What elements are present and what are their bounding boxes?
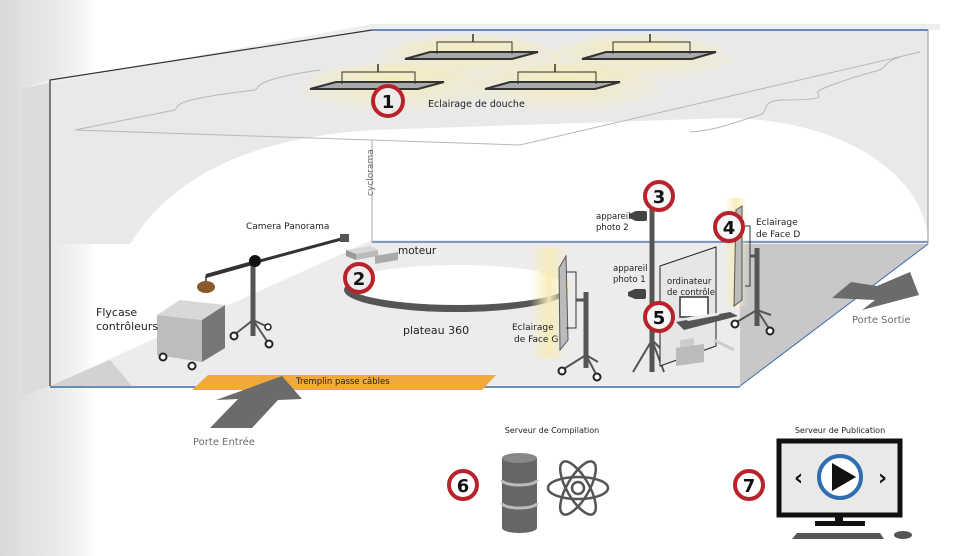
appareil-photo-1-line2: photo 1 <box>613 275 646 285</box>
cyclorama-label: cyclorama <box>366 149 376 196</box>
camera-icon <box>634 211 647 221</box>
eclairage-face-g <box>530 248 602 382</box>
badge-3: 3 <box>643 180 675 212</box>
chevron-left-icon: ‹ <box>794 466 803 491</box>
appareil-photo-2-line1: appareil <box>596 212 630 222</box>
face-d-label-line2: de Face D <box>756 230 800 240</box>
camera-icon <box>340 234 349 242</box>
desk <box>676 312 738 330</box>
svg-text:1: 1 <box>382 92 395 113</box>
serveur-compilation-label: Serveur de Compilation <box>505 426 599 435</box>
plateau-label: plateau 360 <box>403 324 469 337</box>
svg-text:5: 5 <box>653 308 666 329</box>
badge-2: 2 <box>343 262 375 294</box>
flycase-label-line2: contrôleurs <box>96 320 158 333</box>
svg-text:2: 2 <box>353 269 366 290</box>
monitor-icon <box>679 296 709 318</box>
camera-icon <box>633 289 646 299</box>
badge-1: 1 <box>371 84 405 118</box>
counterweight <box>197 281 215 293</box>
exit-arrow-icon <box>832 272 919 310</box>
mouse-icon <box>894 531 912 539</box>
appareil-photo-2-line2: photo 2 <box>596 223 629 233</box>
badge-6: 6 <box>447 469 479 501</box>
camera-panorama-label: Camera Panorama <box>246 222 329 232</box>
atom-icon <box>546 460 610 516</box>
face-d-label-line1: Eclairage <box>756 218 798 228</box>
ceiling-light-panel <box>484 64 621 90</box>
svg-text:6: 6 <box>457 476 470 497</box>
keyboard-icon <box>792 533 884 539</box>
ceiling-curtain <box>74 51 921 146</box>
svg-text:4: 4 <box>723 218 736 239</box>
plateau-360 <box>344 265 571 312</box>
ceiling-light-panel <box>404 34 539 60</box>
database-icon <box>500 453 539 533</box>
ceiling-lights <box>300 34 735 120</box>
badge-4: 4 <box>713 211 745 243</box>
eclairage-face-d <box>724 198 775 336</box>
monitor-play-icon: ‹ › <box>776 438 912 539</box>
entry-arrow-icon <box>210 376 302 428</box>
left-wall-edge <box>22 80 50 396</box>
face-g-label-line1: Eclairage <box>512 323 554 333</box>
flycase-label-line1: Flycase <box>96 306 137 319</box>
appareil-photo-1-line1: appareil <box>613 264 647 274</box>
camera-panorama-rig <box>197 234 349 349</box>
badge-7: 7 <box>733 469 765 501</box>
serveur-publication-label: Serveur de Publication <box>795 426 885 435</box>
flycase <box>157 300 225 371</box>
moteur-label: moteur <box>398 245 437 257</box>
eclairage-douche-label: Eclairage de douche <box>428 99 525 110</box>
moteur <box>346 246 398 264</box>
porte-sortie-label: Porte Sortie <box>852 315 911 326</box>
tremplin-label: Tremplin passe câbles <box>295 377 390 387</box>
chevron-right-icon: › <box>878 466 887 491</box>
face-g-label-line2: de Face G <box>514 335 558 345</box>
badge-5: 5 <box>643 301 675 333</box>
porte-entree-label: Porte Entrée <box>193 436 255 448</box>
ordinateur-label-line1: ordinateur <box>667 277 712 287</box>
ceiling-light-panel <box>581 34 717 60</box>
svg-text:7: 7 <box>743 476 756 497</box>
svg-text:3: 3 <box>653 187 666 208</box>
ordinateur-label-line2: de contrôle <box>667 287 715 298</box>
